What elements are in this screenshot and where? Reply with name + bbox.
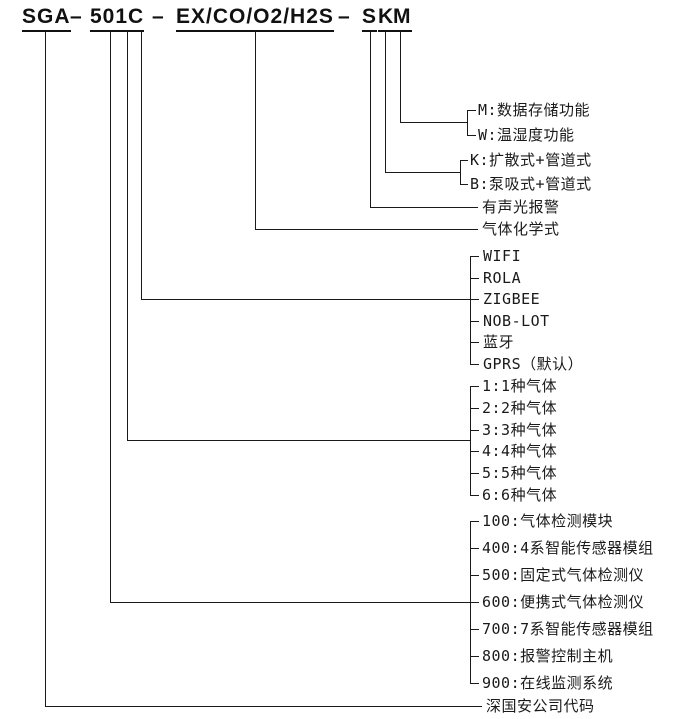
model-segment-company: SGA <box>22 5 71 32</box>
bracket-gas-count <box>470 386 471 496</box>
label-comm-gprs: GPRS（默认） <box>483 355 584 373</box>
bracket-comm <box>470 256 471 365</box>
tick-comm-rola <box>470 278 479 279</box>
label-series-100: 100:气体检测模块 <box>482 512 614 530</box>
line-alarm-v <box>370 31 371 208</box>
tick-series-400 <box>470 548 479 549</box>
label-series-600: 600:便携式气体检测仪 <box>482 593 645 611</box>
line-sampling-v <box>385 31 386 173</box>
tick-comm-zigbee <box>470 299 479 300</box>
tick-series-100 <box>470 521 479 522</box>
tick-series-700 <box>470 629 479 630</box>
tick-comm-noblot <box>470 321 479 322</box>
tick-comm-bt <box>470 342 479 343</box>
tick-gas-count-1 <box>470 386 479 387</box>
line-company-v <box>45 31 46 707</box>
bracket-sampling <box>460 160 461 185</box>
tick-gas-count-2 <box>470 408 479 409</box>
model-segment-s: S <box>362 5 378 32</box>
label-gas-count-5: 5:5种气体 <box>482 464 558 482</box>
tick-sampling-b <box>460 184 468 185</box>
label-gas-formula: 气体化学式 <box>482 220 560 238</box>
line-series-h <box>110 602 470 603</box>
model-segment-separator-2: – <box>152 5 165 28</box>
tick-storage-m <box>467 110 476 111</box>
tick-series-500 <box>470 575 479 576</box>
tick-gas-count-4 <box>470 451 479 452</box>
label-company: 深国安公司代码 <box>486 697 595 715</box>
label-sampling-b: B:泵吸式+管道式 <box>470 175 592 193</box>
label-gas-count-4: 4:4种气体 <box>482 442 558 460</box>
tick-storage-w <box>467 135 476 136</box>
tick-comm-wifi <box>470 256 479 257</box>
tick-gas-count-6 <box>470 495 479 496</box>
line-comm-v <box>141 31 142 300</box>
label-comm-rola: ROLA <box>483 269 522 287</box>
label-comm-wifi: WIFI <box>483 247 522 265</box>
label-series-900: 900:在线监测系统 <box>482 674 614 692</box>
label-storage-w: W:温湿度功能 <box>478 126 575 144</box>
label-sampling-k: K:扩散式+管道式 <box>470 151 592 169</box>
line-series-v <box>110 31 111 603</box>
tick-series-900 <box>470 683 479 684</box>
line-comm-h <box>141 299 470 300</box>
label-gas-count-2: 2:2种气体 <box>482 399 558 417</box>
line-company-h <box>45 706 482 707</box>
label-storage-m: M:数据存储功能 <box>478 101 591 119</box>
tick-sampling-k <box>460 160 468 161</box>
line-formula-h <box>255 229 478 230</box>
tick-comm-gprs <box>470 364 479 365</box>
model-segment-separator-1: – <box>70 5 83 28</box>
label-comm-bluetooth: 蓝牙 <box>483 333 515 351</box>
label-series-800: 800:报警控制主机 <box>482 647 614 665</box>
model-segment-k: K <box>378 5 395 32</box>
tick-gas-count-5 <box>470 473 479 474</box>
line-alarm-h <box>370 207 478 208</box>
tick-series-800 <box>470 656 479 657</box>
line-formula-v <box>255 31 256 230</box>
label-series-700: 700:7系智能传感器模组 <box>482 620 654 638</box>
label-series-400: 400:4系智能传感器模组 <box>482 539 654 557</box>
tick-series-600 <box>470 602 479 603</box>
line-sampling-h <box>385 172 460 173</box>
model-segment-separator-3: – <box>338 5 351 28</box>
bracket-storage <box>467 110 468 136</box>
label-alarm: 有声光报警 <box>482 198 560 216</box>
label-gas-count-3: 3:3种气体 <box>482 421 558 439</box>
line-storage-v <box>400 31 401 123</box>
model-segment-m: M <box>393 5 412 32</box>
label-gas-count-6: 6:6种气体 <box>482 486 558 504</box>
label-comm-noblot: NOB-LOT <box>483 312 550 330</box>
label-comm-zigbee: ZIGBEE <box>483 290 541 308</box>
label-series-500: 500:固定式气体检测仪 <box>482 566 645 584</box>
model-segment-series: 501C <box>90 5 145 32</box>
line-gas-count-v <box>127 31 128 441</box>
label-gas-count-1: 1:1种气体 <box>482 377 558 395</box>
model-segment-gas-formula: EX/CO/O2/H2S <box>176 5 334 32</box>
line-gas-count-h <box>127 440 470 441</box>
line-storage-h <box>400 122 467 123</box>
tick-gas-count-3 <box>470 430 479 431</box>
